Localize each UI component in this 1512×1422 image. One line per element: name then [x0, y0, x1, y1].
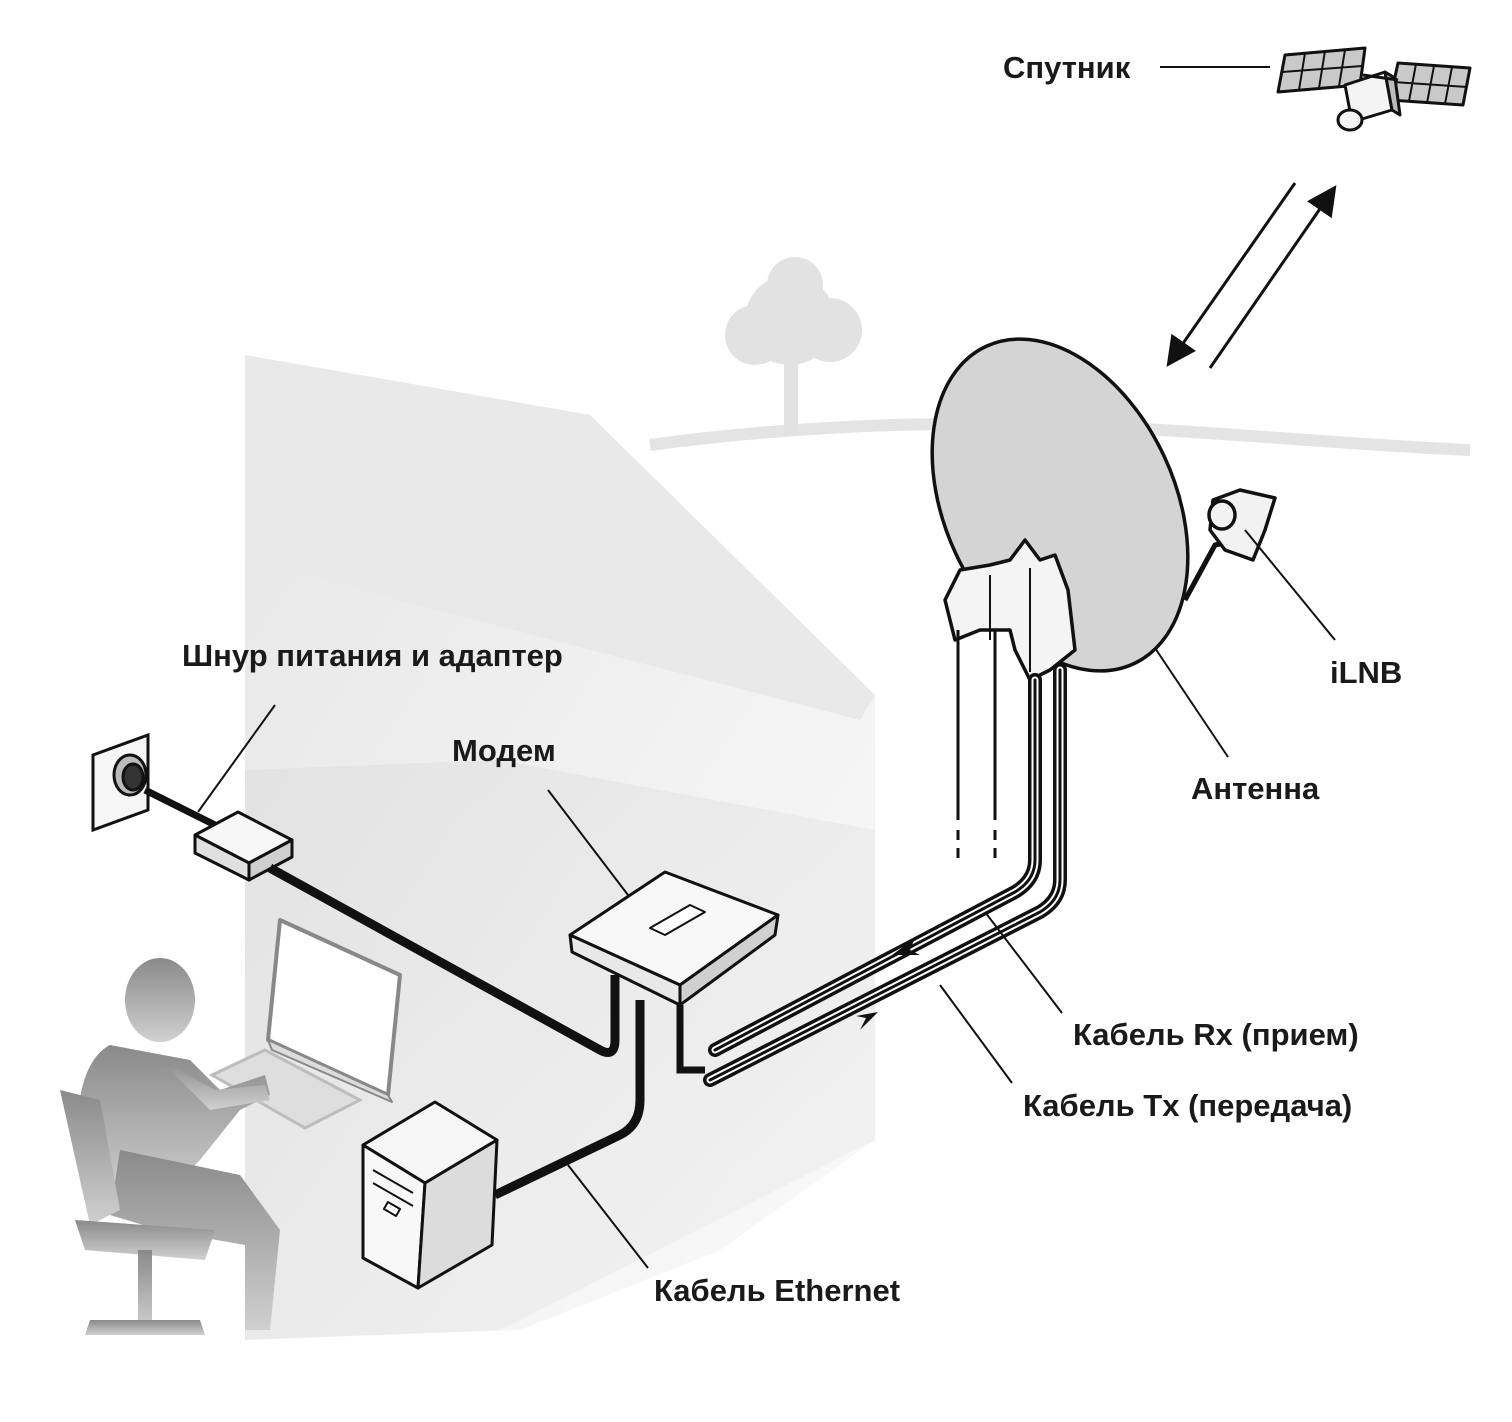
- power-cord: [143, 786, 217, 829]
- adapter-to-modem-cable: [267, 864, 620, 1057]
- dish-antenna-icon: [930, 337, 1277, 682]
- label-modem: Модем: [452, 733, 556, 768]
- leader-ilnb: [1244, 529, 1336, 641]
- modem-port-stubs: [676, 1005, 705, 1074]
- label-rx-cable: Кабель Rx (прием): [1073, 1017, 1359, 1052]
- label-ilnb: iLNB: [1330, 655, 1403, 690]
- house: [245, 355, 875, 1340]
- label-ethernet-cable: Кабель Ethernet: [654, 1273, 901, 1308]
- monitor-icon: [266, 918, 402, 1103]
- rx-direction-arrow: [892, 938, 920, 955]
- tree-icon: [725, 257, 862, 435]
- keyboard-icon: [208, 1048, 364, 1130]
- mount-pole: [956, 630, 997, 865]
- label-satellite: Спутник: [1003, 50, 1131, 85]
- label-antenna: Антенна: [1191, 771, 1320, 806]
- pc-tower-icon: [361, 1100, 499, 1290]
- modem-icon: [568, 870, 780, 1007]
- tx-direction-arrow: [856, 1012, 878, 1030]
- satellite-icon: [1276, 46, 1472, 132]
- person-silhouette: [60, 958, 280, 1335]
- rx-tx-cables: [703, 663, 1067, 1087]
- downlink-arrow: [1166, 182, 1297, 367]
- label-power-cord-adapter: Шнур питания и адаптер: [182, 638, 563, 673]
- wall-outlet-icon: [91, 732, 150, 833]
- leader-antenna: [1154, 647, 1229, 758]
- label-tx-cable: Кабель Tx (передача): [1023, 1088, 1353, 1123]
- house-roof-band: [245, 355, 875, 720]
- leader-ethernet: [567, 1164, 649, 1269]
- leader-modem: [547, 789, 629, 896]
- uplink-arrow: [1208, 185, 1337, 369]
- leader-tx: [939, 984, 1013, 1084]
- power-adapter-icon: [193, 810, 294, 882]
- ethernet-cable: [493, 1000, 645, 1200]
- leader-rx: [984, 911, 1063, 1014]
- leader-power: [197, 704, 276, 813]
- leader-lines: [197, 66, 1336, 1269]
